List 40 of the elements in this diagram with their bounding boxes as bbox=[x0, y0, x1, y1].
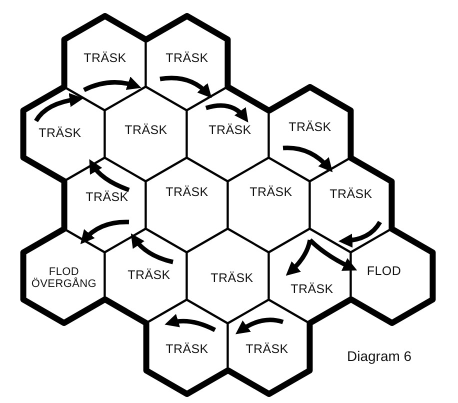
hex-label: TRÄSK bbox=[38, 127, 82, 141]
hex-label: TRÄSK bbox=[208, 124, 252, 138]
hex-label: TRÄSK bbox=[250, 186, 292, 200]
hex-label: TRÄSK bbox=[84, 52, 126, 66]
diagram-caption: Diagram 6 bbox=[347, 348, 412, 364]
arrow bbox=[89, 159, 130, 192]
arrow bbox=[205, 103, 248, 122]
hex-label: TRÄSK bbox=[124, 124, 168, 138]
arrow bbox=[160, 76, 212, 98]
arrow bbox=[235, 318, 284, 334]
hex-cell bbox=[310, 158, 392, 252]
arrow bbox=[338, 220, 382, 248]
arrow bbox=[80, 220, 130, 244]
arrow bbox=[83, 76, 142, 92]
hex-cell bbox=[269, 229, 351, 323]
hex-label: TRÄSK bbox=[246, 343, 288, 357]
hex-label: TRÄSK bbox=[86, 191, 128, 205]
hex-cell bbox=[105, 229, 187, 323]
arrow bbox=[34, 93, 84, 122]
hex-label: TRÄSK bbox=[166, 343, 208, 357]
hex-cell bbox=[187, 87, 269, 181]
arrow bbox=[286, 240, 312, 276]
hex-label: TRÄSK bbox=[128, 269, 170, 283]
hex-label: FLOD bbox=[366, 265, 402, 279]
hex-cell bbox=[105, 87, 187, 181]
hex-cell bbox=[228, 158, 310, 252]
arrow bbox=[282, 146, 333, 172]
hex-label: TRÄSK bbox=[288, 121, 332, 135]
hex-cell bbox=[146, 158, 228, 252]
hex-label: TRÄSK bbox=[166, 186, 208, 200]
hex-label: TRÄSK bbox=[330, 188, 372, 202]
hex-cell bbox=[64, 158, 146, 252]
hex-label: TRÄSK bbox=[290, 283, 334, 297]
arrow bbox=[164, 314, 216, 332]
hex-label: TRÄSK bbox=[166, 52, 208, 66]
arrow bbox=[130, 233, 174, 264]
hex-cell bbox=[187, 229, 269, 323]
hex-label: TRÄSK bbox=[210, 272, 254, 286]
hex-label: FLOD ÖVERGÅNG bbox=[30, 267, 98, 291]
arrow bbox=[308, 238, 358, 271]
